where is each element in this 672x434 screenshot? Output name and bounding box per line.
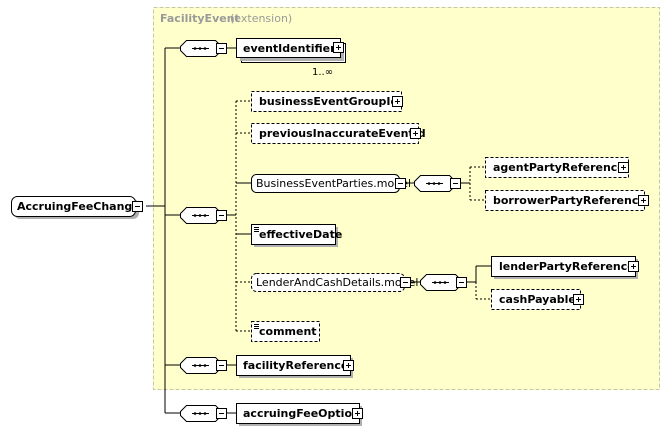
- group-business-event-parties-model[interactable]: BusinessEventParties.model: [251, 174, 412, 193]
- agent-party-reference-label: agentPartyReference: [493, 161, 625, 174]
- element-effective-date[interactable]: effectiveDate: [251, 224, 343, 248]
- sequence-compositor-1[interactable]: [180, 40, 227, 57]
- element-comment[interactable]: comment: [251, 321, 320, 342]
- element-event-identifier[interactable]: eventIdentifier 1..∞: [236, 38, 346, 79]
- borrower-party-reference-label: borrowerPartyReference: [493, 194, 646, 207]
- sequence-compositor-3[interactable]: [180, 357, 227, 374]
- previous-inaccurate-event-id-label: previousInaccurateEventId: [259, 127, 426, 140]
- extension-title: FacilityEvent: [160, 12, 240, 25]
- business-event-parties-model-label: BusinessEventParties.model: [256, 177, 411, 190]
- effective-date-label: effectiveDate: [259, 228, 342, 241]
- lender-party-reference-label: lenderPartyReference: [499, 260, 635, 273]
- element-facility-reference[interactable]: facilityReference: [236, 355, 354, 379]
- element-business-event-group-id[interactable]: businessEventGroupId: [251, 91, 403, 112]
- lender-and-cash-details-model-label: LenderAndCashDetails.model: [256, 276, 418, 289]
- extension-subtitle: (extension): [230, 12, 292, 25]
- element-cash-payable[interactable]: cashPayable: [491, 289, 584, 310]
- element-accruing-fee-option[interactable]: accruingFeeOption: [236, 403, 363, 427]
- sequence-compositor-4[interactable]: [180, 405, 227, 422]
- connectors: [146, 47, 491, 414]
- sequence-compositor-2[interactable]: [180, 207, 227, 224]
- element-agent-party-reference[interactable]: agentPartyReference: [485, 157, 629, 178]
- text-content-icon: [254, 227, 259, 232]
- element-lender-party-reference[interactable]: lenderPartyReference: [491, 256, 639, 280]
- business-event-group-id-label: businessEventGroupId: [259, 95, 398, 108]
- event-identifier-occurs: 1..∞: [312, 67, 333, 78]
- element-previous-inaccurate-event-id[interactable]: previousInaccurateEventId: [251, 123, 426, 144]
- accruing-fee-option-label: accruingFeeOption: [243, 407, 360, 420]
- sequence-compositor-5[interactable]: [414, 175, 461, 192]
- facility-reference-label: facilityReference: [243, 359, 348, 372]
- root-label: AccruingFeeChange: [17, 200, 140, 213]
- choice-compositor[interactable]: [420, 274, 467, 291]
- group-lender-and-cash-details-model[interactable]: LenderAndCashDetails.model: [251, 273, 419, 292]
- cash-payable-label: cashPayable: [499, 293, 576, 306]
- root-element[interactable]: AccruingFeeChange: [11, 196, 143, 220]
- comment-label: comment: [259, 325, 317, 338]
- event-identifier-label: eventIdentifier: [243, 42, 336, 55]
- element-borrower-party-reference[interactable]: borrowerPartyReference: [485, 190, 649, 211]
- text-content-icon: [254, 324, 259, 329]
